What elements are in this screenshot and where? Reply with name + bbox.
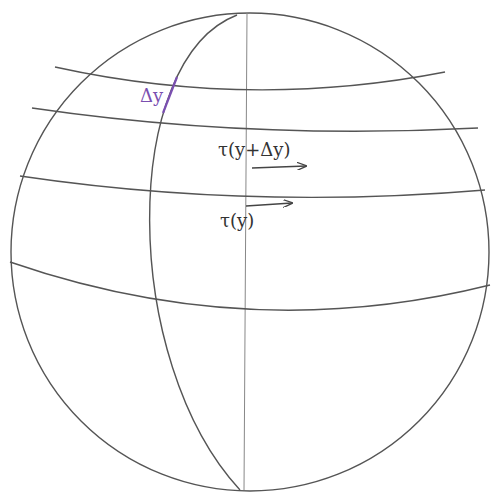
axis-line bbox=[244, 13, 247, 490]
latitude-line bbox=[55, 67, 445, 90]
increment-label: Δy bbox=[140, 86, 163, 106]
stress-label: τ(y) bbox=[220, 211, 254, 231]
meridian-line bbox=[150, 15, 240, 490]
delta-segment bbox=[163, 77, 177, 113]
sphere-outline bbox=[11, 13, 489, 491]
stress-label: τ(y+Δy) bbox=[218, 140, 290, 160]
stress-arrow bbox=[246, 203, 292, 206]
latitude-line bbox=[32, 108, 478, 131]
stress-arrow bbox=[252, 166, 306, 168]
latitude-line bbox=[20, 176, 485, 197]
equator-line bbox=[10, 262, 490, 310]
